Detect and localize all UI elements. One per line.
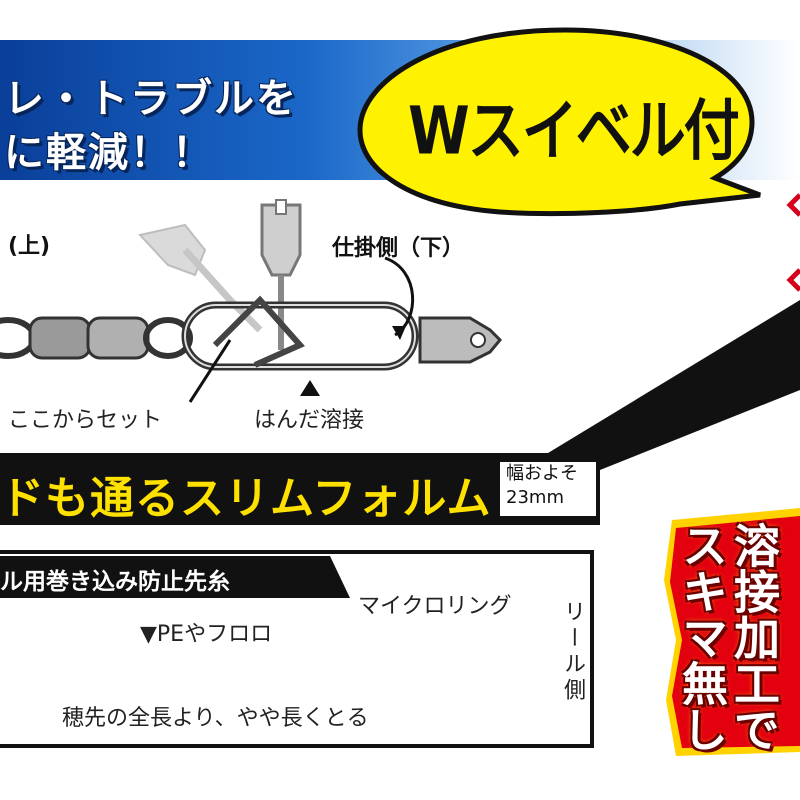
- width-spec: 幅およそ 23mm: [500, 462, 596, 516]
- banner-headline-2: に軽減！！: [4, 130, 214, 176]
- leader-diagram-tab: [0, 556, 350, 598]
- swivel-feature-label: Wスイベル付: [408, 93, 740, 171]
- snap-ghost-left: [138, 223, 263, 333]
- curved-arrow-right: [384, 256, 415, 337]
- label-pe-fluoro: ▼PEやフロロ: [140, 622, 273, 647]
- arrow-head-right: [392, 326, 406, 340]
- pointer-line-set: [188, 339, 232, 403]
- label-solder-weld: はんだ溶接: [254, 408, 365, 433]
- triangle-solder: [300, 380, 320, 396]
- badge-text-col2: スキマ無し: [675, 522, 729, 752]
- label-micro-ring: マイクロリング: [358, 594, 512, 619]
- width-value: 23mm: [506, 487, 564, 508]
- label-reel-side: リール側: [560, 600, 585, 704]
- leader-diagram-title: ル用巻き込み防止先糸: [0, 569, 230, 595]
- slim-form-headline: ドも通るスリムフォルム: [0, 473, 492, 524]
- label-rod-side-top: (上): [8, 234, 51, 259]
- snap-ghost-top: [260, 199, 302, 350]
- speech-bubble: [357, 27, 761, 217]
- red-badge: [670, 516, 800, 748]
- label-length-note: 穂先の全長より、やや長くとる: [62, 706, 369, 731]
- badge-text-col1: 溶接加工で: [727, 522, 781, 752]
- label-set-here: ここからセット: [8, 408, 163, 433]
- barrel-swivel-upper: [0, 316, 193, 360]
- red-arrow-mark-2: [786, 268, 800, 292]
- pointer-wedge: [520, 300, 800, 470]
- width-label: 幅およそ: [506, 463, 578, 484]
- snap-main: [181, 295, 419, 371]
- snap-connector-right: [418, 316, 503, 364]
- red-arrow-mark-1: [786, 193, 800, 217]
- label-rig-side-bottom: 仕掛側（下）: [332, 236, 465, 261]
- banner-headline-1: レ・トラブルを: [4, 76, 298, 122]
